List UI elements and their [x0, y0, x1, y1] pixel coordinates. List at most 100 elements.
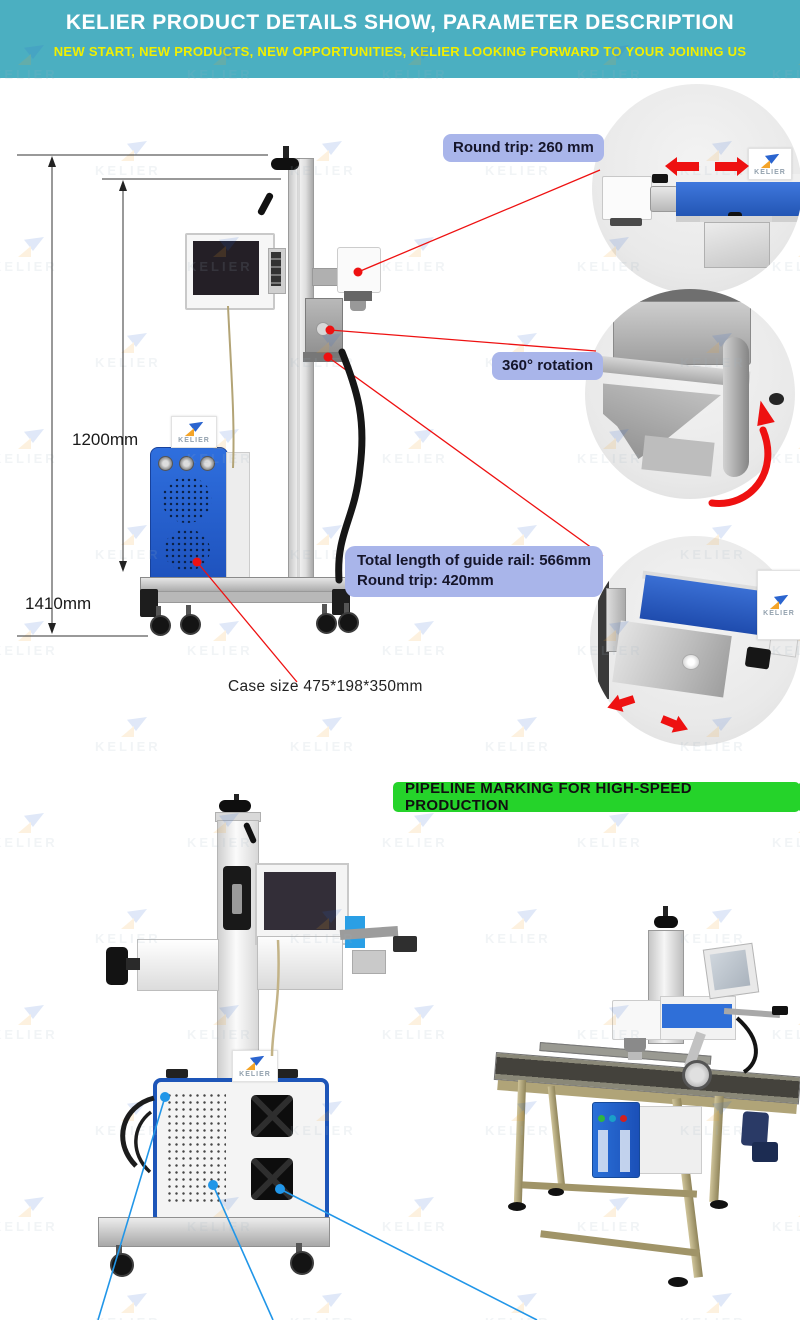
c-button-red	[620, 1115, 627, 1122]
caster-wheel	[338, 612, 359, 633]
page-subtitle: NEW START, NEW PRODUCTS, NEW OPPORTUNITI…	[53, 44, 747, 59]
case-size-note: Case size 475*198*350mm	[228, 678, 423, 695]
conveyor-leg	[547, 1085, 566, 1189]
galvo-under	[344, 291, 372, 301]
galvo-head	[337, 247, 381, 293]
c-lens-tip	[628, 1052, 642, 1060]
c-knob-stem	[663, 906, 668, 918]
c-button-blue	[609, 1115, 616, 1122]
conveyor-leg	[709, 1095, 724, 1203]
c-button-green	[598, 1115, 605, 1122]
f-handwheel	[106, 947, 128, 985]
c-belt-motor	[752, 1142, 778, 1162]
detail-photo-rotation	[585, 289, 795, 499]
conveyor-foot	[710, 1200, 728, 1209]
c3-slider-hole	[682, 654, 700, 670]
f-focus-slot	[232, 884, 242, 914]
c-monitor-screen	[709, 949, 751, 991]
z-bracket-foot	[303, 352, 343, 362]
page-title: KELIER PRODUCT DETAILS SHOW, PARAMETER D…	[65, 11, 735, 34]
label-round-trip: Round trip: 260 mm	[443, 134, 604, 163]
c1-rail-top	[676, 174, 800, 182]
f-cabinet-tab	[276, 1069, 298, 1078]
caster-wheel	[180, 614, 201, 635]
detail-photo-guide-rail	[590, 536, 800, 746]
kelier-logo-icon	[245, 1055, 265, 1070]
caster-wheel	[316, 613, 337, 634]
c-cabinet-stripe	[598, 1130, 608, 1172]
pipeline-banner: PIPELINE MARKING FOR HIGH-SPEED PRODUCTI…	[393, 780, 800, 814]
base-rail-2	[150, 591, 348, 603]
f-attach-box	[393, 936, 417, 952]
f-fan-bottom	[251, 1158, 293, 1200]
pillar-knob-stem	[283, 146, 289, 160]
f-caster-wheel	[110, 1253, 134, 1277]
c2-top-strip	[623, 289, 741, 303]
vent-bottom	[164, 529, 210, 571]
kelier-logo-icon	[769, 594, 789, 609]
detail-photo-round-trip	[592, 84, 800, 294]
caster-stem	[186, 605, 191, 615]
pillar	[288, 158, 314, 592]
c1-mount-arm	[700, 216, 772, 222]
pipeline-banner-text: PIPELINE MARKING FOR HIGH-SPEED PRODUCTI…	[405, 780, 692, 814]
conveyor-foot	[548, 1188, 564, 1196]
z-bracket-knob	[316, 322, 330, 336]
c1-coupler	[650, 186, 678, 212]
c-encoder-wheel	[682, 1060, 712, 1090]
f-cabinet-tab	[166, 1069, 188, 1078]
c1-rail-blue	[676, 182, 800, 216]
vent-top	[162, 477, 212, 523]
base-block-left	[140, 589, 158, 617]
label-guide-rail-line2: Round trip: 420mm	[357, 572, 494, 590]
c-lens	[624, 1038, 646, 1052]
c3-connector	[744, 646, 772, 670]
f-knob	[219, 800, 251, 812]
lock-handle	[256, 191, 275, 217]
c-galvo	[612, 1000, 662, 1040]
box-side-panel	[226, 452, 250, 580]
f-fan-top	[251, 1095, 293, 1137]
caster-stem	[156, 606, 161, 616]
pillar-groove	[297, 158, 300, 590]
c-knob	[654, 916, 678, 928]
conveyor-foot	[508, 1202, 526, 1211]
conveyor-brace	[540, 1230, 700, 1257]
kelier-badge: KELIER	[171, 416, 217, 448]
kelier-logo-icon	[184, 421, 204, 436]
c1-mount-plate	[704, 222, 770, 268]
c-laser-blue-band	[662, 1004, 732, 1028]
conveyor-foot	[668, 1277, 688, 1287]
dimension-1410: 1410mm	[25, 594, 92, 613]
c1-knob	[652, 174, 668, 183]
mount-buttons	[271, 252, 281, 286]
c-rod-grip	[772, 1006, 788, 1015]
kelier-logo-icon	[760, 153, 780, 168]
c3-dark-bar	[598, 544, 609, 699]
label-guide-rail-line1: Total length of guide rail: 566mm	[357, 552, 591, 569]
f-handwheel-stem	[126, 958, 140, 970]
connector-3	[200, 456, 215, 471]
monitor-screen	[193, 241, 259, 295]
f-monitor-screen	[264, 872, 336, 930]
c2-curved-column	[723, 337, 749, 477]
f-arm-right	[257, 936, 343, 990]
dimension-1200: 1200mm	[72, 430, 139, 449]
c2-lower-piece	[641, 435, 715, 477]
connector-2	[179, 456, 194, 471]
kelier-badge: KELIER	[748, 148, 792, 180]
c-cabinet-stripe	[620, 1130, 630, 1172]
caster-stem	[322, 604, 327, 614]
c1-galvo-box	[602, 176, 652, 220]
kelier-badge: KELIER	[757, 570, 800, 640]
caster-wheel	[150, 615, 171, 636]
f-arm-left	[137, 939, 219, 991]
f-cabinet-vent	[166, 1092, 226, 1202]
c1-galvo-foot	[610, 218, 642, 226]
label-guide-rail: Total length of guide rail: 566mm Round …	[345, 546, 603, 597]
connector-1	[158, 456, 173, 471]
c2-hole	[769, 393, 784, 405]
f-sensor	[352, 950, 386, 974]
kelier-badge: KELIER	[232, 1050, 278, 1082]
